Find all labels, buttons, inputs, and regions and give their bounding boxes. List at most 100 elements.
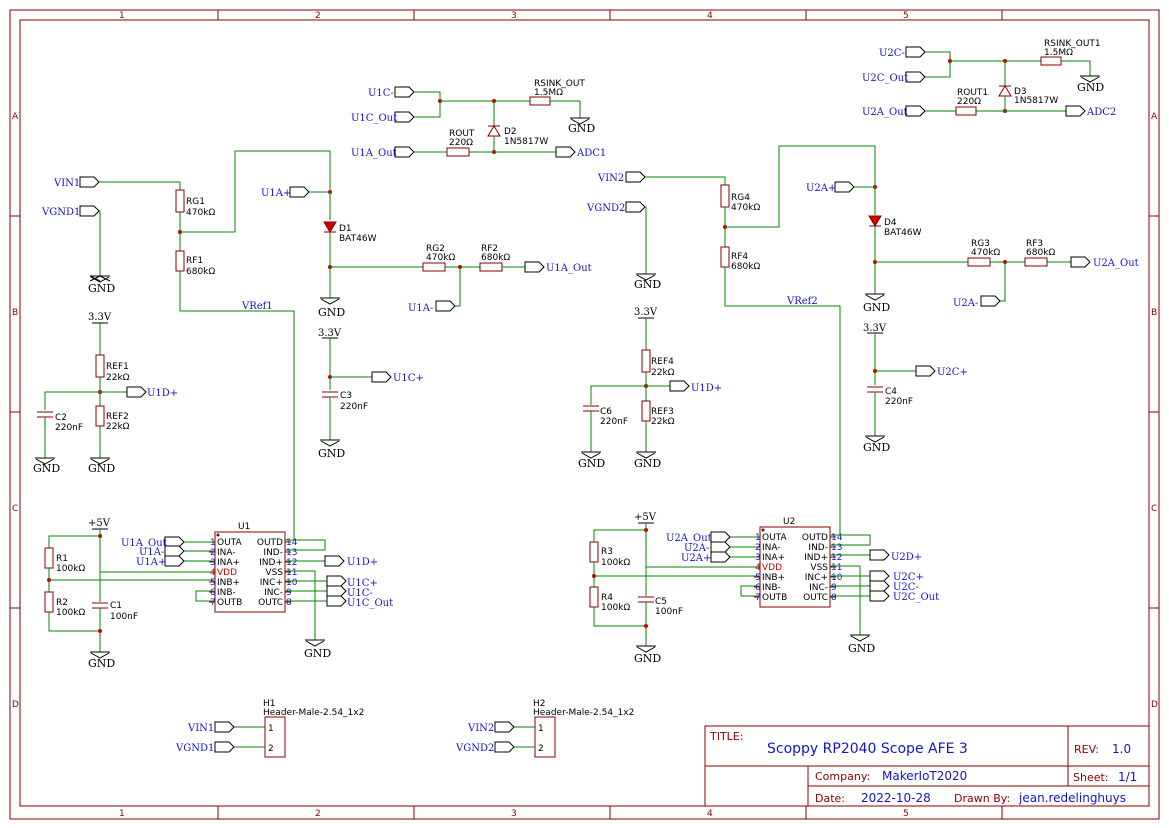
c6-capacitor[interactable] xyxy=(583,405,599,412)
u1d-plus-net-flag[interactable] xyxy=(126,386,147,398)
u1a-out-net-flag[interactable] xyxy=(524,261,545,273)
sheet-value: 1/1 xyxy=(1118,770,1137,784)
h2-header[interactable] xyxy=(534,716,556,758)
u1d-plus-net-flag[interactable] xyxy=(669,380,690,392)
v33-label: 3.3V xyxy=(863,323,887,334)
u1a-plus-net-flag[interactable] xyxy=(289,186,310,198)
u2a-out-net-flag[interactable] xyxy=(710,531,731,543)
u1d-plus-net-flag[interactable] xyxy=(324,555,345,567)
date-value: 2022-10-28 xyxy=(861,791,931,805)
u2c-out-net-flag[interactable] xyxy=(869,590,890,602)
c5-value: 100nF xyxy=(655,607,683,617)
rg2-resistor[interactable] xyxy=(422,262,446,272)
adc1-net-flag[interactable] xyxy=(555,146,576,158)
u1a-out-net-flag[interactable] xyxy=(394,146,415,158)
rg3-resistor[interactable] xyxy=(967,257,991,267)
gnd-symbol xyxy=(636,451,656,459)
u2a-out-label: U2A_Out xyxy=(666,533,712,544)
r4-resistor[interactable] xyxy=(589,586,599,608)
u2a-plus-net-flag[interactable] xyxy=(710,551,731,563)
rout1-resistor[interactable] xyxy=(955,106,977,116)
rf3-resistor[interactable] xyxy=(1024,257,1048,267)
r3-resistor[interactable] xyxy=(589,541,599,563)
d2-diode[interactable] xyxy=(487,125,501,137)
vin1-net-flag[interactable] xyxy=(214,721,235,733)
vgnd1-net-flag[interactable] xyxy=(214,741,235,753)
frame-row-a-left: A xyxy=(12,112,19,122)
title-value: Scoppy RP2040 Scope AFE 3 xyxy=(767,741,968,757)
vgnd2-net-flag[interactable] xyxy=(625,201,646,213)
rsink-out1-resistor[interactable] xyxy=(1040,56,1062,66)
rout-value: 220Ω xyxy=(449,138,473,148)
gnd-label: GND xyxy=(318,306,345,319)
u1a-plus-label: U1A+ xyxy=(136,557,166,568)
u2d-plus-net-flag[interactable] xyxy=(869,549,890,561)
u2a-plus-net-flag[interactable] xyxy=(834,181,855,193)
vgnd2-net-flag[interactable] xyxy=(494,741,515,753)
u1c-plus-net-flag[interactable] xyxy=(326,575,347,587)
rf4-resistor[interactable] xyxy=(720,246,730,268)
u2-pin-vss: VSS xyxy=(810,563,828,573)
u1c-plus-net-flag[interactable] xyxy=(371,371,392,383)
ref3-resistor[interactable] xyxy=(641,400,651,422)
u1a-plus-net-flag[interactable] xyxy=(164,555,185,567)
c2-ref: C2 xyxy=(55,413,67,423)
u1c-out-net-flag[interactable] xyxy=(394,111,415,123)
u2-pin-num-right: 8 xyxy=(831,593,837,603)
d1-diode[interactable] xyxy=(323,221,337,233)
u2a-out-net-flag[interactable] xyxy=(1070,256,1091,268)
u2-ref: U2 xyxy=(783,517,795,527)
u2-pin-num-left: 7 xyxy=(755,593,761,603)
c1-capacitor[interactable] xyxy=(92,602,108,609)
u2-chip[interactable] xyxy=(759,526,831,608)
u1a-minus-label: U1A- xyxy=(408,303,433,314)
rf2-resistor[interactable] xyxy=(479,262,503,272)
gnd-symbol xyxy=(305,639,325,647)
rg4-resistor[interactable] xyxy=(720,184,730,208)
u2a-minus-net-flag[interactable] xyxy=(710,541,731,553)
u1a-minus-net-flag[interactable] xyxy=(435,300,456,312)
u1a-minus-net-flag[interactable] xyxy=(164,545,185,557)
rg1-resistor[interactable] xyxy=(175,189,185,213)
d4-diode[interactable] xyxy=(868,215,882,227)
c2-capacitor[interactable] xyxy=(37,411,53,418)
vgnd2-label: VGND2 xyxy=(586,203,625,214)
vin2-net-flag[interactable] xyxy=(494,721,515,733)
c4-capacitor[interactable] xyxy=(867,386,883,393)
u1c-minus-net-flag[interactable] xyxy=(326,585,347,597)
ref4-resistor[interactable] xyxy=(641,349,651,373)
h1-header[interactable] xyxy=(264,716,286,758)
c4-ref: C4 xyxy=(885,387,897,397)
u2a-minus-net-flag[interactable] xyxy=(980,295,1001,307)
vgnd1-net-flag[interactable] xyxy=(79,205,100,217)
u1a-out-net-flag[interactable] xyxy=(164,536,185,548)
u2c-minus-net-flag[interactable] xyxy=(869,580,890,592)
ref1-resistor[interactable] xyxy=(95,354,105,378)
u2-pin-num-right: 12 xyxy=(831,553,842,563)
adc2-net-flag[interactable] xyxy=(1065,105,1086,117)
rf1-resistor[interactable] xyxy=(175,250,185,272)
ref2-resistor[interactable] xyxy=(95,405,105,427)
u1-pin-num-right: 12 xyxy=(286,558,297,568)
c5-capacitor[interactable] xyxy=(638,596,654,603)
vin1-net-flag[interactable] xyxy=(79,176,100,188)
r2-resistor[interactable] xyxy=(44,591,54,613)
gnd-label: GND xyxy=(634,652,661,665)
rsink-out-resistor[interactable] xyxy=(529,96,551,106)
rg1-ref: RG1 xyxy=(186,197,205,207)
c6-value: 220nF xyxy=(600,417,628,427)
u2c-out-net-flag[interactable] xyxy=(905,71,926,83)
u2c-plus-net-flag[interactable] xyxy=(915,365,936,377)
vin2-net-flag[interactable] xyxy=(625,171,646,183)
u2c-minus-net-flag[interactable] xyxy=(905,46,926,58)
u1c-minus-label: U1C- xyxy=(368,88,394,99)
u2-pin-outd: OUTD xyxy=(802,533,828,543)
c3-capacitor[interactable] xyxy=(322,391,338,398)
d3-diode[interactable] xyxy=(998,85,1012,97)
u2c-plus-net-flag[interactable] xyxy=(869,570,890,582)
u2a-out-net-flag[interactable] xyxy=(905,105,926,117)
u1c-minus-net-flag[interactable] xyxy=(394,86,415,98)
rout-resistor[interactable] xyxy=(446,147,470,157)
r1-resistor[interactable] xyxy=(44,547,54,569)
u1c-out-net-flag[interactable] xyxy=(326,595,347,607)
